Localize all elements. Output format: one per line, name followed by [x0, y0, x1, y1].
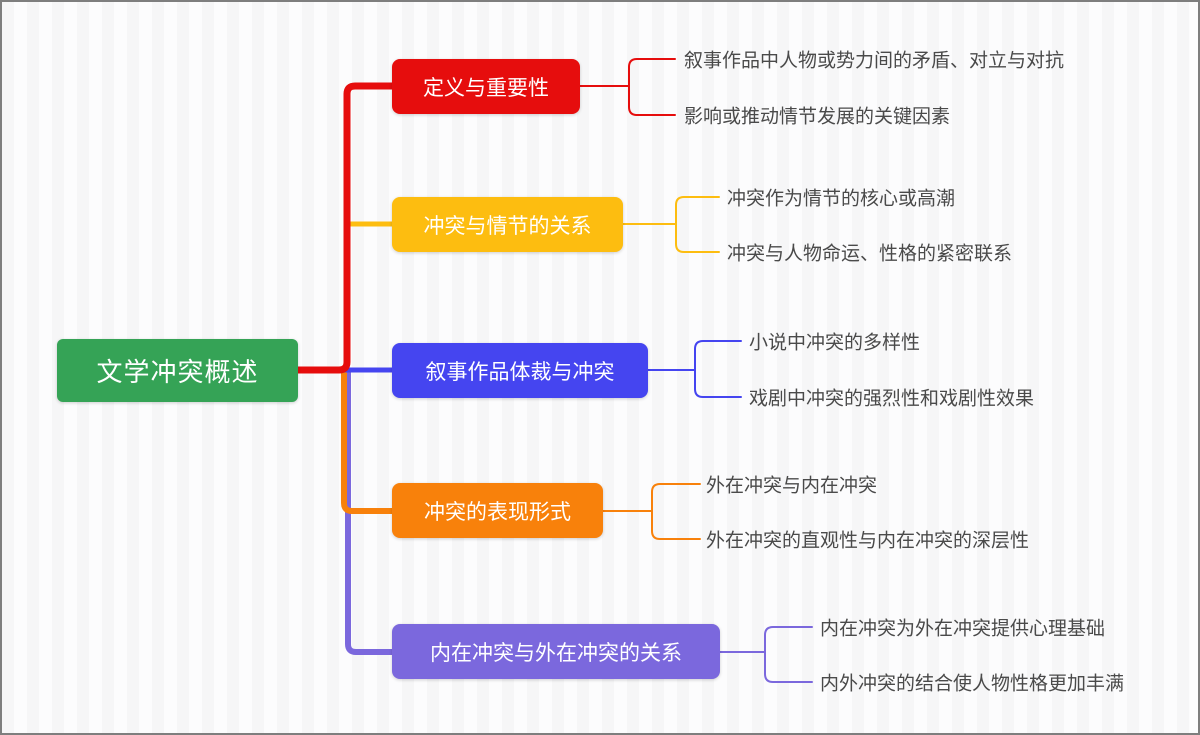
leaf-node-3-2[interactable]: 戏剧中冲突的强烈性和戏剧性效果 — [749, 388, 1035, 410]
leaf-node-1-2[interactable]: 影响或推动情节发展的关键因素 — [684, 106, 951, 128]
leaf-node-5-1[interactable]: 内在冲突为外在冲突提供心理基础 — [820, 618, 1106, 640]
trunk-connector-red — [294, 82, 396, 374]
branch-node-genre-conflict[interactable]: 叙事作品体裁与冲突 — [392, 343, 648, 398]
branch-node-conflict-plot-relation[interactable]: 冲突与情节的关系 — [392, 197, 623, 252]
root-node[interactable]: 文学冲突概述 — [57, 339, 298, 402]
branch-node-conflict-forms[interactable]: 冲突的表现形式 — [392, 483, 603, 538]
bracket-connector-4 — [602, 483, 701, 540]
branch-node-definition-importance[interactable]: 定义与重要性 — [392, 59, 580, 114]
bracket-connector-2 — [622, 196, 720, 253]
branch-node-inner-outer-relation[interactable]: 内在冲突与外在冲突的关系 — [392, 624, 720, 679]
bracket-connector-3 — [647, 340, 742, 398]
leaf-node-2-2[interactable]: 冲突与人物命运、性格的紧密联系 — [727, 243, 1013, 265]
leaf-node-2-1[interactable]: 冲突作为情节的核心或高潮 — [727, 188, 956, 210]
leaf-node-1-1[interactable]: 叙事作品中人物或势力间的矛盾、对立与对抗 — [684, 50, 1065, 72]
leaf-node-4-2[interactable]: 外在冲突的直观性与内在冲突的深层性 — [706, 530, 1030, 552]
bracket-connector-5 — [719, 626, 813, 683]
trunk-connector-orange — [341, 365, 395, 514]
leaf-node-5-2[interactable]: 内外冲突的结合使人物性格更加丰满 — [820, 673, 1125, 695]
trunk-connector-purple — [345, 367, 395, 655]
leaf-node-3-1[interactable]: 小说中冲突的多样性 — [749, 332, 921, 354]
bracket-connector-1 — [579, 58, 676, 116]
leaf-node-4-1[interactable]: 外在冲突与内在冲突 — [706, 475, 878, 497]
